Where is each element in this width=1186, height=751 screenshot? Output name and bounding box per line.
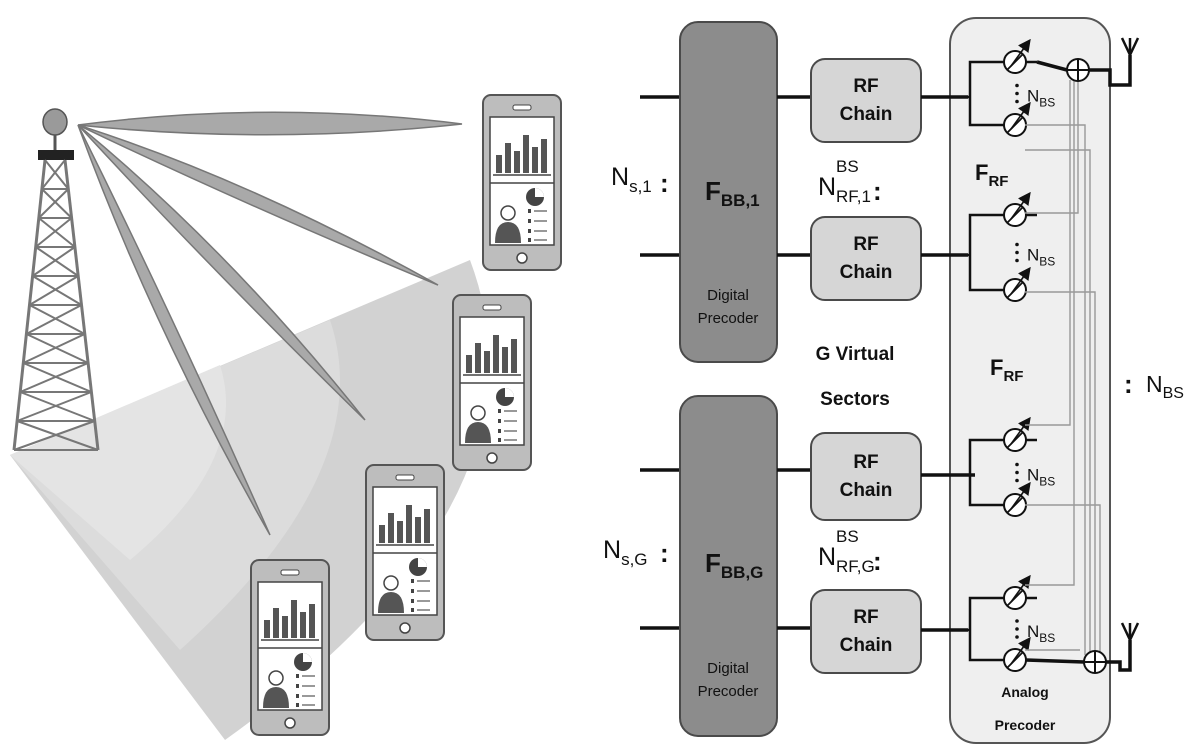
rf-chain-label-line1: RF (853, 607, 878, 628)
antenna-icon-top (1120, 37, 1140, 58)
nbs-label: NBS (1027, 622, 1055, 645)
antenna-count-dots: : (1124, 369, 1133, 399)
rf-chain-label-line2: Chain (840, 104, 893, 125)
digital-precoder-label-g: FBB,G (705, 548, 763, 582)
rf-count-dots-g: : (873, 546, 882, 576)
rf-count-label-g: N (818, 543, 836, 571)
rf-chain-box-2 (810, 216, 922, 301)
beam-1 (77, 111, 463, 136)
antenna-count-label: NBS (1146, 371, 1184, 402)
frf-label-1: FRF (975, 160, 1008, 190)
rf-chain-label-line2: Chain (840, 635, 893, 656)
nbs-label: NBS (1027, 466, 1055, 489)
beam-4 (77, 124, 271, 536)
smartphone-icon (365, 464, 445, 641)
analog-precoder-caption-1: Analog (1001, 684, 1048, 700)
digital-precoder-box-g (679, 395, 778, 737)
nbs-label: NBS (1027, 87, 1055, 110)
digital-precoder-box-1 (679, 21, 778, 363)
rf-count-label-1: N (818, 173, 836, 201)
stream-dots-1: : (660, 168, 669, 198)
combiner-top (1066, 58, 1090, 82)
digital-precoder-caption-gb: Precoder (698, 683, 759, 700)
digital-precoder-caption-ga: Digital (707, 660, 749, 677)
rf-count-sup-1: BS (836, 157, 859, 176)
phase-shifter-icon (1003, 574, 1031, 610)
phase-shifter-icon (1003, 636, 1031, 672)
rf-chain-label-line2: Chain (840, 480, 893, 501)
antenna-icon-bottom (1120, 622, 1140, 643)
rf-chain-box-1 (810, 58, 922, 143)
phase-shifter-group (968, 416, 1037, 517)
phase-shifter-icon (1003, 266, 1031, 302)
rf-count-sub-1: RF,1 (836, 187, 871, 206)
rf-count-sub-g: RF,G (836, 557, 875, 576)
smartphone-icon (482, 94, 562, 271)
analog-precoder-caption-2: Precoder (995, 717, 1056, 733)
coverage-sector-core (10, 365, 226, 560)
block-diagram: FBB,1 Digital Precoder FBB,G Digital Pre… (603, 17, 1184, 744)
stream-dots-g: : (660, 538, 669, 568)
virtual-sectors-line1: G Virtual (816, 344, 895, 365)
rf-chain-box-4 (810, 589, 922, 674)
stream-label-1: Ns,1 (611, 163, 652, 196)
interconnect-lines (1025, 80, 1101, 655)
nbs-label: NBS (1027, 246, 1055, 269)
digital-precoder-caption-1b: Precoder (698, 310, 759, 327)
beam-2 (77, 124, 439, 286)
rf-chain-label-line1: RF (853, 452, 878, 473)
digital-precoder-label-1: FBB,1 (705, 176, 760, 210)
digital-precoder-caption-1a: Digital (707, 287, 749, 304)
rf-count-sup-g: BS (836, 527, 859, 546)
smartphone-icon (250, 559, 330, 736)
stream-label-g: Ns,G (603, 536, 648, 569)
cell-tower-icon (12, 108, 100, 451)
virtual-sectors-line2: Sectors (820, 389, 890, 410)
rf-chain-label-line1: RF (853, 234, 878, 255)
rf-chain-box-3 (810, 432, 922, 521)
rf-chain-label-line1: RF (853, 76, 878, 97)
frf-label-2: FRF (990, 355, 1023, 385)
beam-group (77, 111, 463, 536)
phase-shifter-group (968, 574, 1037, 672)
phase-shifter-group (968, 38, 1037, 137)
smartphone-icon (452, 294, 532, 471)
beam-3 (77, 124, 366, 421)
rf-count-dots-1: : (873, 176, 882, 206)
coverage-illustration (10, 94, 562, 740)
combiner-bottom (1083, 650, 1107, 674)
rf-chain-label-line2: Chain (840, 262, 893, 283)
phase-shifter-group (968, 191, 1037, 302)
